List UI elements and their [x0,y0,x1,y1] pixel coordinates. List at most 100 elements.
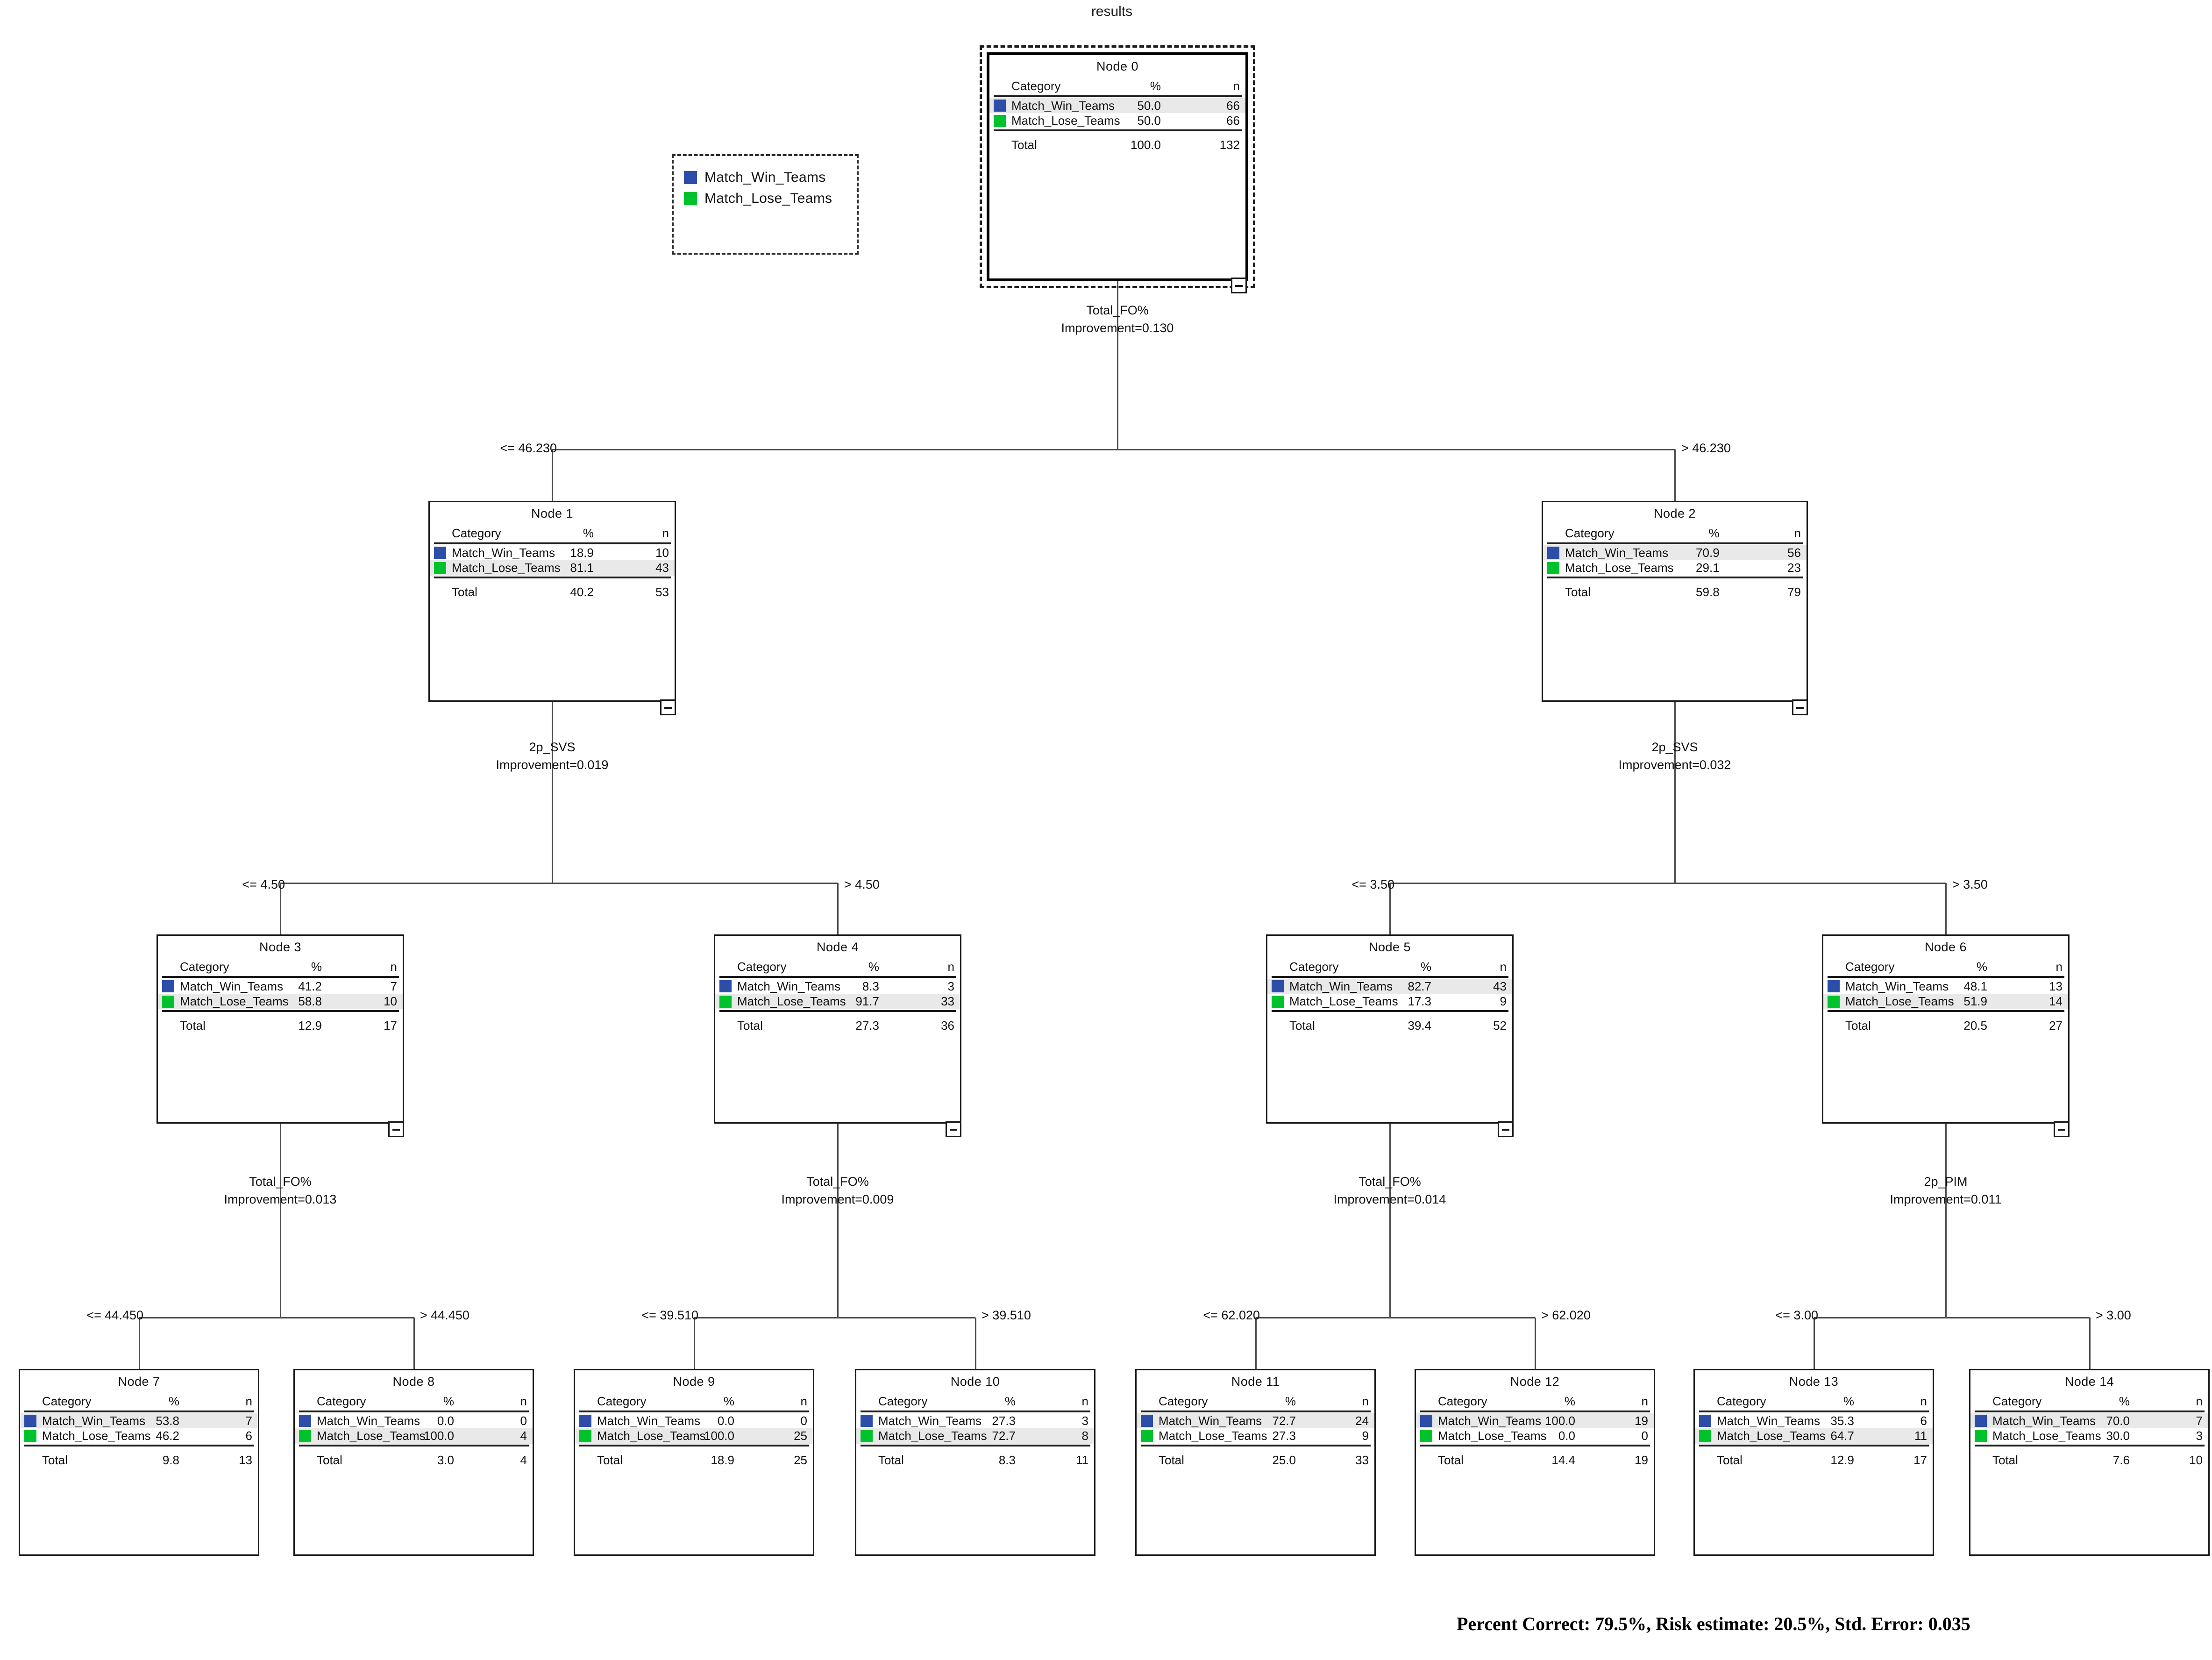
category-percent: 51.9 [1963,994,1987,1009]
column-header-percent: % [1420,960,1431,974]
collapse-toggle-button[interactable] [388,1121,404,1137]
category-label: Match_Lose_Teams [452,561,561,575]
connector-line [139,1317,414,1318]
category-count: 33 [941,994,954,1009]
column-header-category: Category [42,1394,92,1408]
category-percent: 70.9 [1696,545,1720,560]
category-count: 9 [1500,994,1507,1009]
column-header-n: n [1920,1394,1927,1408]
swatch-lose-icon [1828,995,1840,1008]
total-count: 17 [384,1019,397,1033]
connector-line [1255,1318,1257,1369]
total-percent: 14.4 [1551,1453,1575,1468]
table-header-row: Category%n [989,78,1245,94]
split-improvement: Improvement=0.011 [1890,1192,2002,1207]
category-label: Match_Win_Teams [452,545,555,560]
category-percent: 35.3 [1830,1413,1854,1428]
category-count: 3 [2196,1429,2203,1443]
header-rule [295,1410,533,1413]
category-label: Match_Lose_Teams [1992,1429,2101,1443]
swatch-win-icon [1272,980,1284,992]
connector-line [837,1124,839,1318]
collapse-toggle-button[interactable] [660,699,676,715]
collapse-toggle-button[interactable] [2054,1121,2070,1137]
category-label: Match_Lose_Teams [317,1429,426,1443]
column-header-n: n [1500,960,1507,974]
divider [994,95,1242,97]
category-count: 25 [794,1429,807,1443]
total-label: Total [1159,1453,1184,1468]
swatch-win-icon [994,100,1006,112]
collapse-toggle-button[interactable] [946,1121,961,1137]
table-header-row: Category%n [1695,1394,1933,1410]
divider [1272,1010,1508,1012]
column-header-category: Category [452,526,501,540]
category-percent: 48.1 [1963,979,1987,993]
edge-label-node-4: > 4.50 [844,877,880,891]
header-rule [20,1410,258,1413]
header-rule [158,975,403,979]
swatch-lose-icon [1975,1430,1987,1442]
collapse-toggle-button[interactable] [1792,699,1808,715]
category-label: Match_Win_Teams [737,979,841,993]
edge-label-node-9: <= 39.510 [641,1308,698,1322]
total-rule [1416,1444,1654,1447]
total-count: 53 [655,585,669,599]
category-label: Match_Lose_Teams [1565,561,1674,575]
category-percent: 29.1 [1696,561,1720,575]
column-header-category: Category [737,960,787,974]
table-header-row: Category%n [1823,959,2068,975]
total-count: 52 [1493,1019,1507,1033]
node-title: Node 6 [1924,940,1967,954]
swatch-win-icon [24,1415,36,1427]
category-percent: 70.0 [2106,1413,2130,1428]
connector-line [1389,883,1391,934]
column-header-n: n [390,960,397,974]
column-header-category: Category [180,960,229,974]
split-variable: 2p_PIM [1924,1175,1968,1189]
table-header-row: Category%n [430,526,675,541]
category-percent: 72.7 [992,1429,1016,1443]
collapse-toggle-button[interactable] [1231,278,1247,293]
category-count: 8 [1081,1429,1088,1443]
divider [579,1445,809,1447]
category-label: Match_Win_Teams [42,1413,146,1428]
category-count: 7 [390,979,397,993]
category-count: 56 [1787,545,1801,560]
column-header-category: Category [1717,1394,1766,1408]
collapse-toggle-button[interactable] [1498,1121,1514,1137]
swatch-win-icon [162,980,174,992]
total-rule [1695,1444,1933,1447]
node-title: Node 1 [531,506,574,520]
category-percent: 8.3 [862,979,879,993]
table-header-row: Category%n [20,1394,258,1410]
node-title: Node 3 [259,940,302,954]
category-count: 0 [1641,1429,1648,1443]
